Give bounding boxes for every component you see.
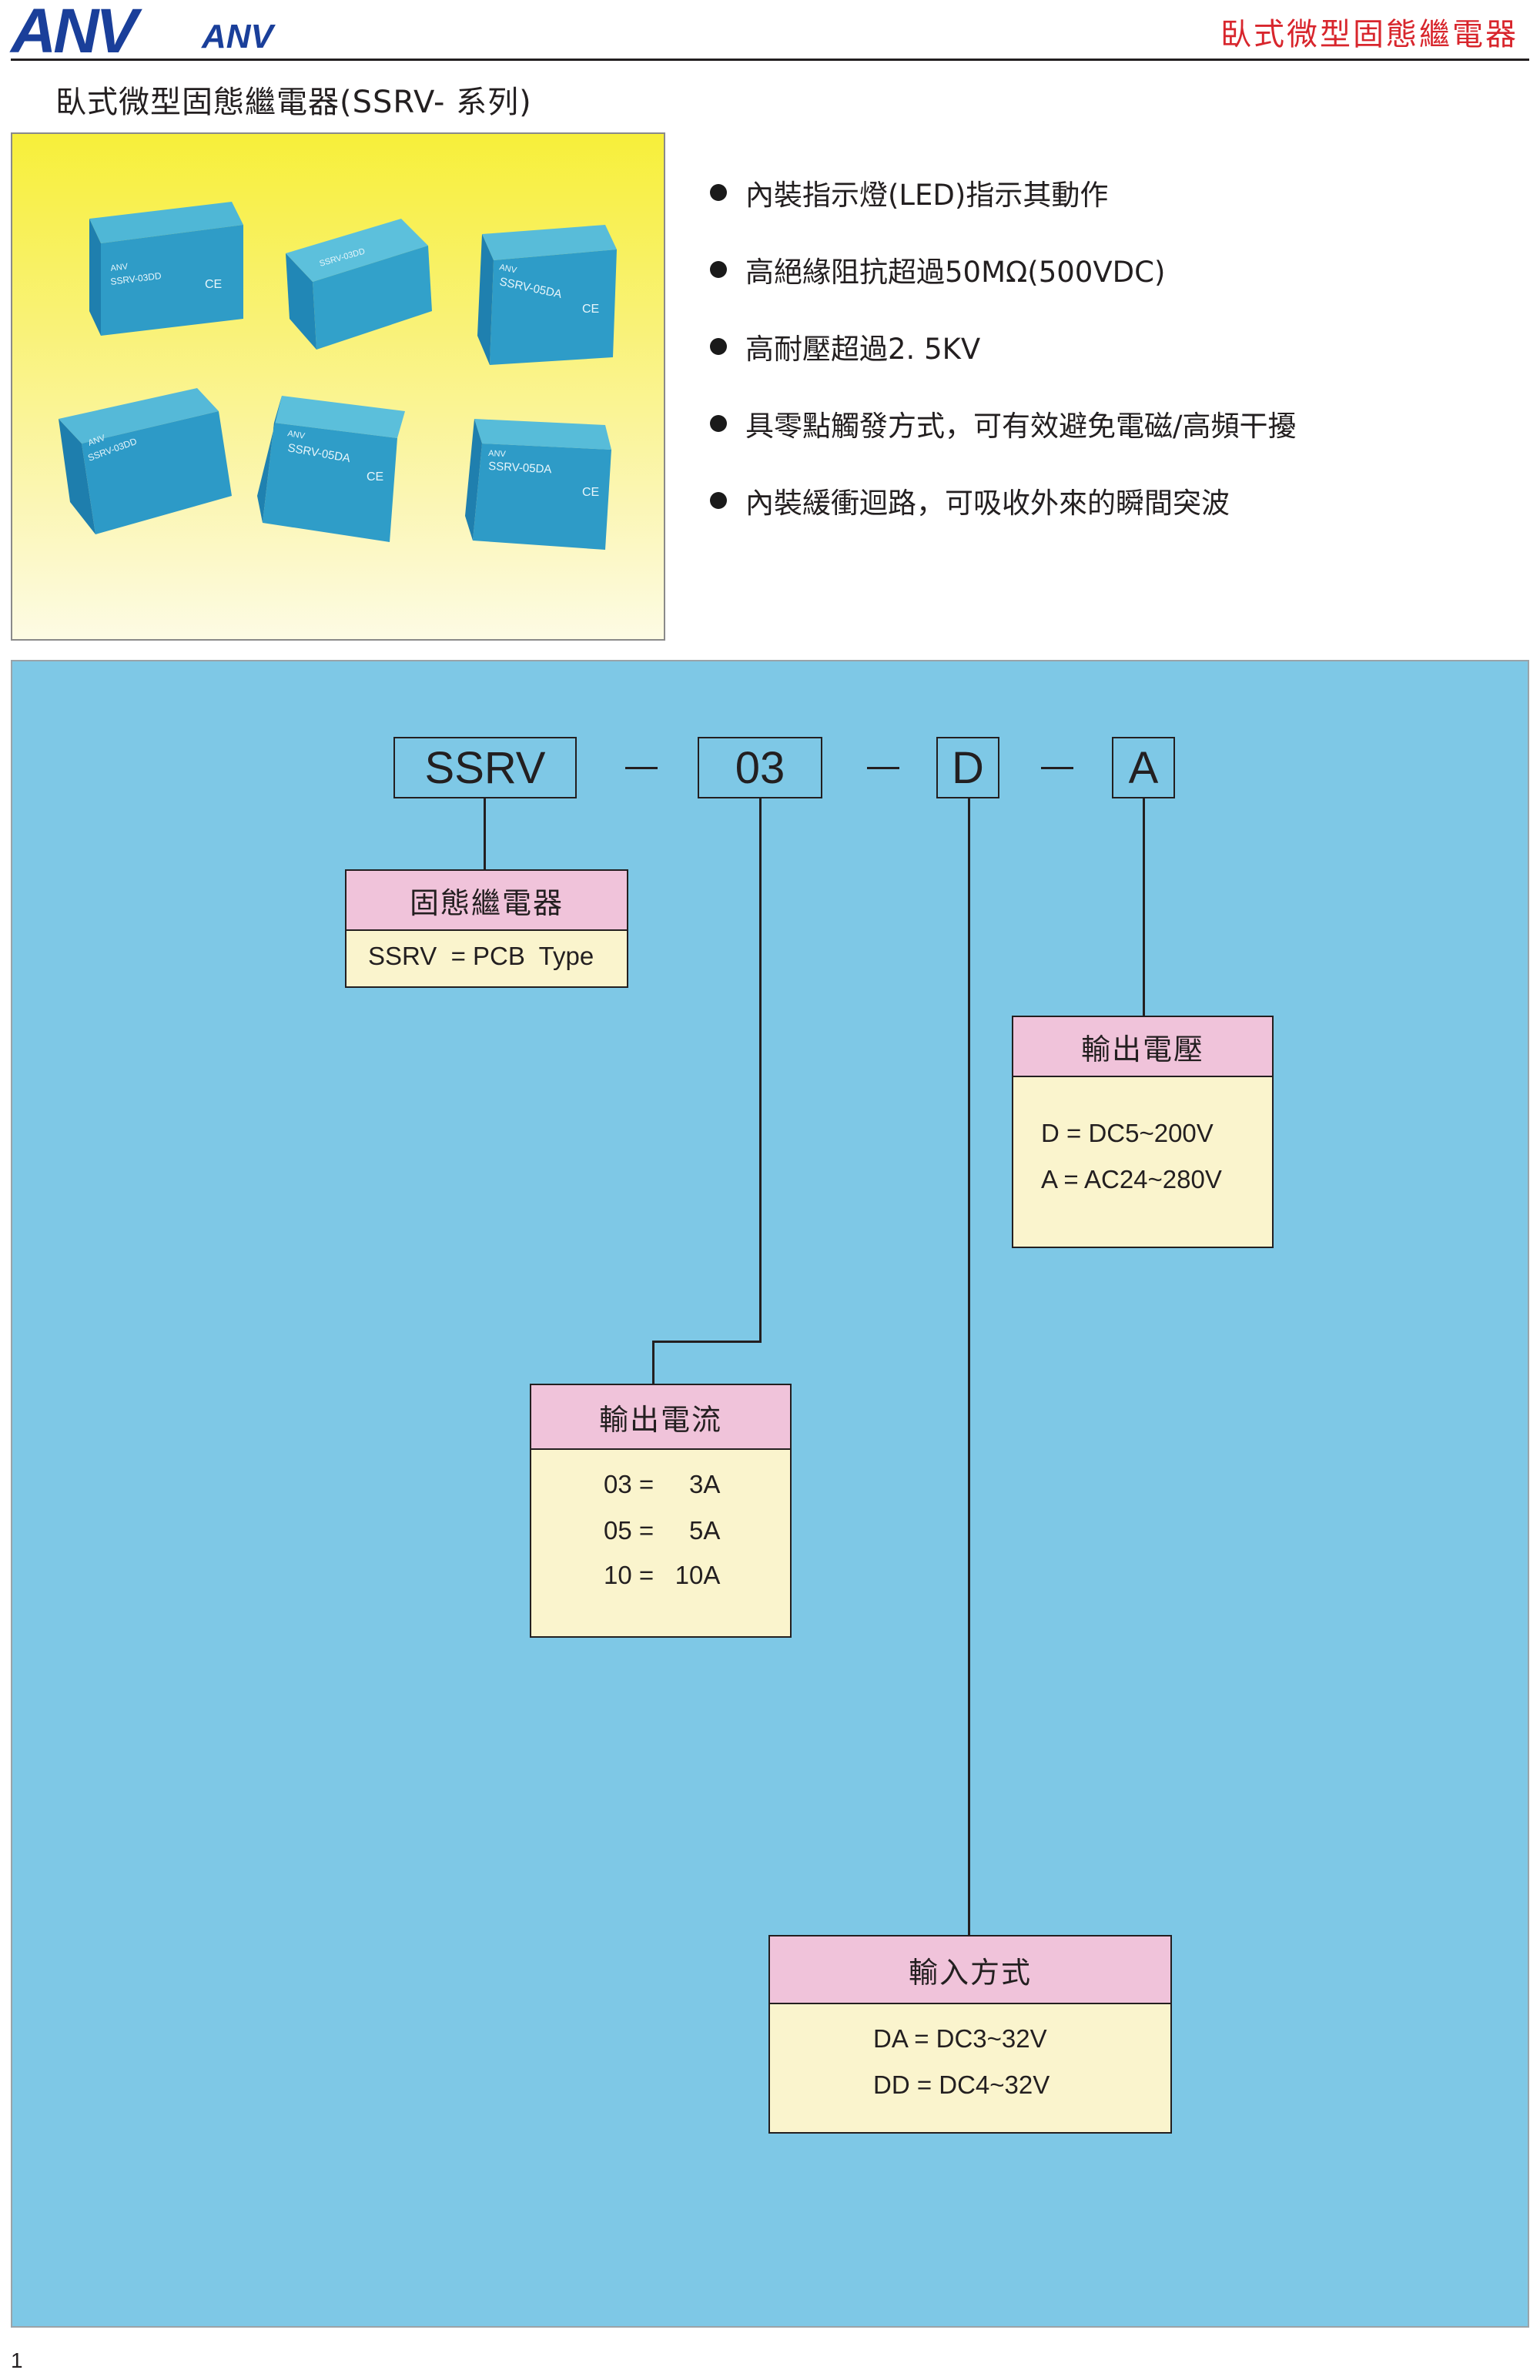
connector-output [1143,797,1145,1017]
code-segment-input: D [936,737,999,798]
relay-6: ANV SSRV-05DA CE [465,419,611,550]
ordering-code-diagram: SSRV 03 D A 固態繼電器 SSRV = PCB Type 輸出電壓 D… [11,660,1529,2328]
output-current-box: 輸出電流 03 = 3A 05 = 5A 10 = 10A [530,1384,792,1638]
feature-item: 高耐壓超過2. 5KV [710,308,1296,385]
connector-current [759,797,762,1342]
header-category: 臥式微型固態繼電器 [1220,17,1518,52]
connector-series [484,797,486,871]
output-voltage-row: A = AC24~280V [1041,1165,1222,1193]
feature-item: 內裝指示燈(LED)指示其動作 [710,154,1296,231]
bullet-icon [710,184,727,201]
bullet-icon [710,492,727,509]
relay-type-title: 固態繼電器 [346,871,627,931]
bullet-icon [710,338,727,355]
header-divider [11,59,1529,61]
ce-mark: CE [205,278,222,291]
relay-3-brand: ANV [498,263,517,276]
output-voltage-row: D = DC5~200V [1041,1119,1214,1147]
ce-mark: CE [582,303,599,316]
code-separator [625,767,658,769]
output-current-row: 05 = 5A [604,1516,721,1545]
relay-3: ANV SSRV-05DA CE [477,225,617,365]
input-mode-title: 輸入方式 [770,1936,1170,2004]
feature-text: 高絕緣阻抗超過50MΩ(500VDC) [745,256,1166,289]
relay-6-brand: ANV [488,449,507,459]
brand-logo: ANV [11,0,138,66]
bullet-icon [710,415,727,432]
input-mode-row: DD = DC4~32V [873,2070,1050,2099]
page-number: 1 [11,2348,23,2372]
relay-5-brand: ANV [286,429,306,441]
relay-2: SSRV-03DD [286,219,432,350]
feature-text: 內裝指示燈(LED)指示其動作 [745,179,1109,212]
brand-logo-small: ANV [202,18,273,55]
feature-text: 內裝緩衝迴路，可吸收外來的瞬間突波 [745,487,1230,520]
feature-text: 具零點觸發方式，可有效避免電磁/高頻干擾 [745,410,1297,443]
relay-type-box: 固態繼電器 SSRV = PCB Type [345,869,628,988]
output-current-title: 輸出電流 [531,1385,790,1450]
code-separator [1041,767,1073,769]
feature-item: 具零點觸發方式，可有效避免電磁/高頻干擾 [710,385,1296,462]
input-mode-box: 輸入方式 DA = DC3~32V DD = DC4~32V [768,1935,1172,2134]
code-segment-output: A [1112,737,1175,798]
relay-type-row: SSRV = PCB Type [368,942,594,970]
code-segment-current: 03 [698,737,822,798]
feature-item: 高絕緣阻抗超過50MΩ(500VDC) [710,231,1296,308]
bullet-icon [710,261,727,278]
feature-list: 內裝指示燈(LED)指示其動作 高絕緣阻抗超過50MΩ(500VDC) 高耐壓超… [710,154,1296,539]
relay-6-model: SSRV-05DA [488,460,552,476]
output-voltage-box: 輸出電壓 D = DC5~200V A = AC24~280V [1012,1016,1274,1248]
connector-current [652,1341,654,1385]
input-mode-row: DA = DC3~32V [873,2024,1047,2053]
ce-mark: CE [367,470,383,484]
relay-1: ANV SSRV-03DD CE [89,202,243,336]
output-current-row: 10 = 10A [604,1561,721,1589]
ce-mark: CE [582,486,599,499]
code-separator [867,767,899,769]
feature-item: 內裝緩衝迴路，可吸收外來的瞬間突波 [710,462,1296,539]
connector-current [652,1341,762,1343]
relay-4: ANV SSRV-03DD [59,388,232,534]
relay-5: ANV SSRV-05DA CE [257,396,405,542]
output-current-row: 03 = 3A [604,1470,721,1498]
feature-text: 高耐壓超過2. 5KV [745,333,981,366]
relay-1-brand: ANV [110,262,129,273]
page-title: 臥式微型固態繼電器(SSRV- 系列) [55,85,532,120]
connector-input [968,797,970,1936]
product-photo: ANV SSRV-03DD CE SSRV-03DD ANV SSRV-05DA… [11,132,665,641]
relay-illustration: ANV SSRV-03DD CE SSRV-03DD ANV SSRV-05DA… [59,202,617,550]
output-voltage-title: 輸出電壓 [1013,1017,1272,1077]
code-segment-series: SSRV [393,737,577,798]
